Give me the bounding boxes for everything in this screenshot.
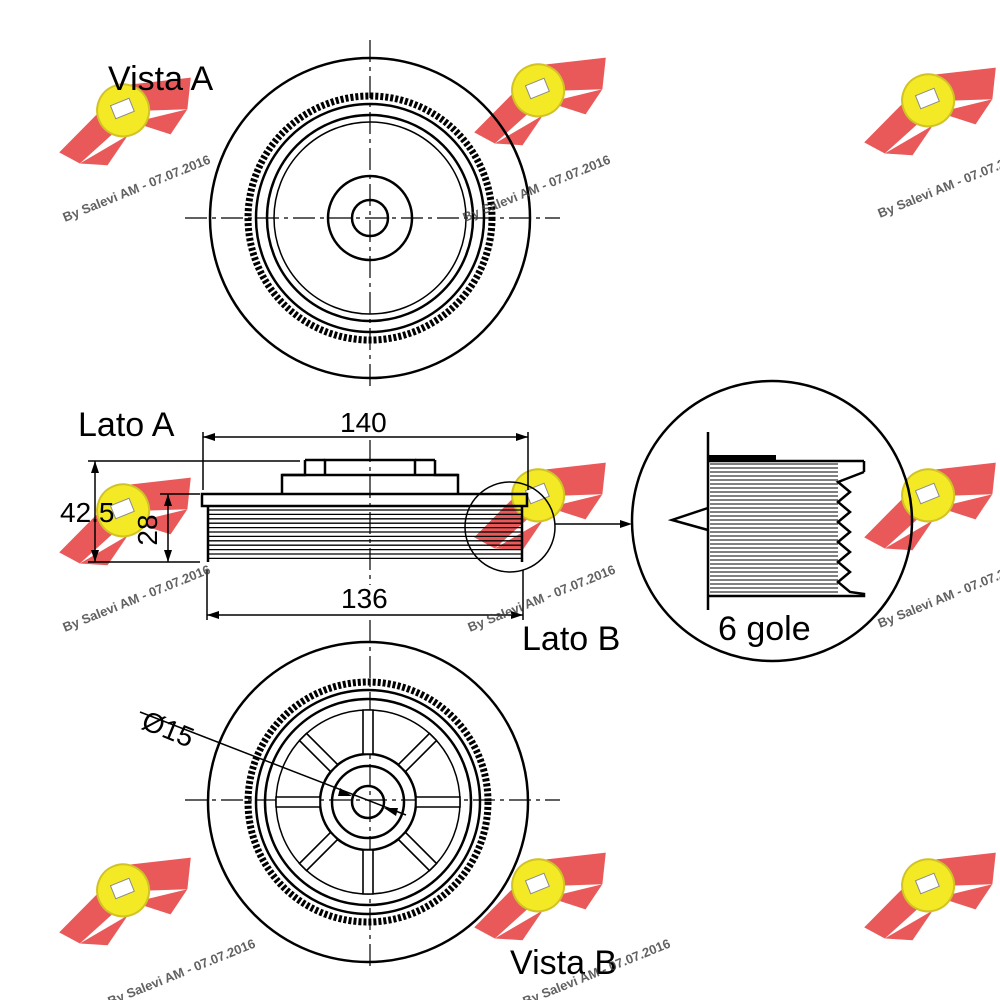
quick-service-logo xyxy=(864,67,996,156)
hub-rib xyxy=(362,849,374,895)
view-b-drawing xyxy=(139,620,560,970)
quick-service-logo xyxy=(474,852,606,941)
hub-rib xyxy=(275,796,321,808)
watermark-text: By Salevi AM - 07.07.2016 xyxy=(876,558,1000,631)
side-b-label: Lato B xyxy=(522,620,620,658)
dimension-overall-width: 140 xyxy=(340,407,387,438)
watermark-text: By Salevi AM - 07.07.2016 xyxy=(106,936,258,1000)
watermark-text: By Salevi AM - 07.07.2016 xyxy=(61,562,213,635)
side-section-drawing xyxy=(88,432,632,620)
watermark-text: By Salevi AM - 07.07.2016 xyxy=(461,152,613,225)
quick-service-logo xyxy=(59,77,191,166)
hub-rib xyxy=(397,732,438,773)
groove-detail xyxy=(630,379,914,663)
quick-service-logo xyxy=(864,852,996,941)
view-b-label: Vista B xyxy=(510,944,617,982)
quick-service-logo xyxy=(474,462,606,551)
dimension-overall-height: 42.5 xyxy=(60,497,115,528)
hub-rib xyxy=(397,831,438,872)
hub-rib xyxy=(298,831,339,872)
grooves-label: 6 gole xyxy=(718,610,811,648)
hub-rib xyxy=(362,709,374,755)
quick-service-logo xyxy=(864,462,996,551)
hub-rib xyxy=(298,732,339,773)
quick-service-logo xyxy=(59,477,191,566)
quick-service-logo xyxy=(474,57,606,146)
dimension-pulley-height: 28 xyxy=(132,514,163,545)
dimension-bore-diameter: Ø15 xyxy=(138,705,199,754)
watermark-text: By Salevi AM - 07.07.2016 xyxy=(876,148,1000,221)
dimension-pulley-width: 136 xyxy=(341,583,388,614)
side-a-label: Lato A xyxy=(78,406,175,444)
view-a-label: Vista A xyxy=(108,60,214,98)
quick-service-logo xyxy=(59,857,191,946)
hub-rib xyxy=(415,796,461,808)
watermark-logos xyxy=(59,57,996,946)
view-a-drawing xyxy=(185,40,560,390)
